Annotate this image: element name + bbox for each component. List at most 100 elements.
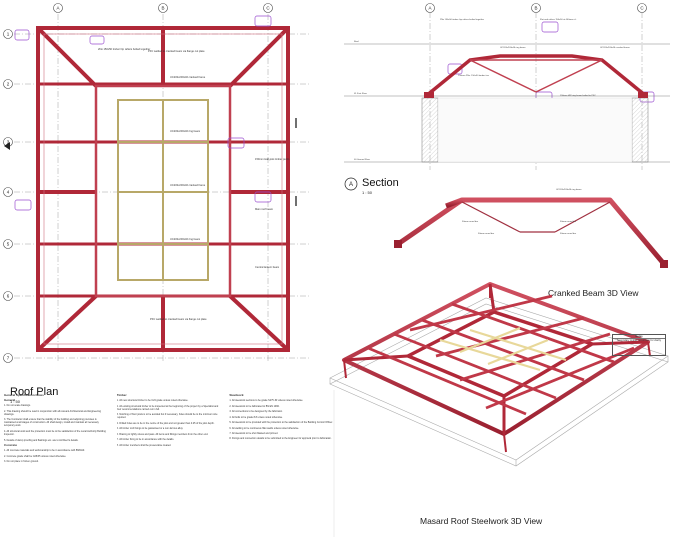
section-grid-bubbles <box>425 3 647 13</box>
note-item: 6. All welding to be continuous fillet w… <box>229 426 299 430</box>
plan-label-purlin: 150mm Hall-joist timber purlin <box>255 157 290 161</box>
note-item: 5. Details of damp proofing and flashing… <box>4 438 79 442</box>
note-item: 8. All timber members shall be preservat… <box>116 443 172 447</box>
cranked-label-ring: UC203x203x46 ring beam <box>556 188 582 191</box>
cranked-title: Cranked Beam 3D View <box>548 288 639 298</box>
section-grid-b: B <box>534 6 537 11</box>
section-ties <box>469 59 603 93</box>
section-title: Section <box>362 177 399 189</box>
note-item: 3. The Contractor shall ensure that the … <box>4 418 99 428</box>
masard-timber-infill <box>439 326 567 372</box>
note-item: 2. This drawing should be read in conjun… <box>4 409 101 416</box>
grid-row-2: 2 <box>7 82 10 87</box>
grid-row-1: 1 <box>7 32 10 37</box>
grid-col-c: C <box>266 6 270 11</box>
notes-sub-general: General <box>4 398 16 403</box>
cranked-label-bar-a: 50mm round bar <box>462 220 478 223</box>
section-label-timber-ring: 150mm HW ring beam bolted to PFC <box>560 94 596 97</box>
notes-box-heading: Notes <box>613 335 665 339</box>
notes-sub-concrete: Concrete <box>4 442 18 447</box>
cranked-frame-3d <box>396 197 666 266</box>
note-item: 3. Do not place in frozen ground. <box>4 460 39 464</box>
grid-row-4: 4 <box>7 190 10 195</box>
section-label-flat-roof: Flat roof rafters 150x50 at 400mm c/c <box>540 18 577 21</box>
note-item: 5. All steelwork to be provided with fir… <box>229 421 333 425</box>
section-label-steel: UC203x203x46 cranked frame <box>600 46 630 49</box>
section-cranked-frame <box>424 54 648 98</box>
cranked-label-bar-b: 50mm round bar <box>478 232 494 235</box>
section-label-tie: 150mm 2No. 150x50 timber ties <box>458 74 490 77</box>
cranked-beam-3d: UC203x203x46 ring beam 50mm round bar 50… <box>394 188 668 298</box>
note-item: 1. All new structural timber to be C24 g… <box>116 399 189 403</box>
plan-label-central-beam: Central lantern beam <box>255 265 279 269</box>
plan-inner-ring <box>94 84 232 298</box>
section-room <box>437 97 633 163</box>
section-grid-a: A <box>428 6 431 11</box>
plan-timber-lantern <box>117 99 209 281</box>
plan-grid-bubbles <box>3 3 273 363</box>
cranked-label-bar-c: 50mm round bar <box>560 220 576 223</box>
grid-col-b: B <box>161 6 164 11</box>
plan-title: Roof Plan <box>10 386 58 398</box>
level-ground-floor: 00 Ground Floor <box>354 158 370 161</box>
note-item: 2. All existing structural timber to be … <box>116 404 219 411</box>
plan-label-ub-2: UC203x203x46 ring beam <box>170 237 200 241</box>
note-item: 1. Do not scale drawings. <box>4 404 31 408</box>
note-item: 4. All bolts to be grade 8.8 unless note… <box>229 415 283 419</box>
section-grid-c: C <box>640 6 644 11</box>
grid-row-6: 6 <box>7 294 10 299</box>
note-item: 4. All structural work and the protectio… <box>4 429 106 437</box>
note-item: 8. Fixings and connection details to be … <box>229 437 332 441</box>
note-item: 1. All steelwork sections to be grade S2… <box>229 399 304 403</box>
grid-col-a: A <box>56 6 59 11</box>
masard-posts <box>343 284 651 453</box>
grid-row-5: 5 <box>7 242 10 247</box>
note-item: 5. All timber roof fixings to be galvani… <box>116 427 184 431</box>
level-roof: Roof <box>354 41 359 43</box>
note-item: 7. All timber fixing to be in accordance… <box>116 438 175 442</box>
revision-clouds <box>14 15 655 211</box>
note-item: 2. All steelwork to be fabricated to BS … <box>229 404 280 408</box>
notes-sub-timber: Timber <box>116 394 127 397</box>
note-item: 1. All concrete materials and workmanshi… <box>4 449 85 453</box>
section-arrow-icon <box>4 142 10 150</box>
plan-scale: 1 : 50 <box>10 399 21 404</box>
notes-heading: General Specification Notes <box>4 394 44 397</box>
masard-title: Masard Roof Steelwork 3D View <box>420 516 543 526</box>
notes-col-steelwork: Steelwork 1. All steelwork sections to b… <box>229 394 334 534</box>
plan-label-ub: UC203x203x46 ring beam <box>170 129 200 133</box>
cranked-label-bar-d: 50mm round bar <box>560 232 576 235</box>
note-item: 3. All connections to be designed by the… <box>229 410 283 414</box>
note-item: 3. Notching of floor joists is to be avo… <box>116 413 218 420</box>
cranked-tie-bars <box>461 201 611 233</box>
plan-label-main-beam: Main roof beam <box>255 207 273 211</box>
plan-label-pfc: PFC welded to cranked beam via flange cu… <box>148 49 205 53</box>
notes-box-body: Secondary timber not shown for clarity <box>616 339 662 342</box>
specification-notes: General Specification Notes General 1. D… <box>4 394 334 534</box>
section-wall-left <box>421 97 439 163</box>
plan-ring-beam-outline <box>43 33 283 345</box>
notes-sub-steelwork: Steelwork <box>229 394 244 397</box>
grid-row-7: 7 <box>7 356 10 361</box>
masard-cross-beams <box>367 294 635 416</box>
plan-label-ring-beam: UC203x203x46 cranked frame <box>170 75 206 79</box>
section-marker-bubble <box>344 177 358 191</box>
section-ring-beams <box>424 92 648 98</box>
notes-col-general: General Specification Notes General 1. D… <box>4 394 109 534</box>
section-marker: A <box>349 182 353 188</box>
plan-label-pfc-2: PFC welded to cranked beam via flange cu… <box>150 317 207 321</box>
notes-col-timber: Timber 1. All new structural timber to b… <box>117 394 222 534</box>
note-item: 4. Drilled holes are to be in the centre… <box>116 421 215 425</box>
notes-box: Notes Secondary timber not shown for cla… <box>612 334 666 356</box>
grid-row-3: 3 <box>7 140 10 145</box>
cranked-end-plates <box>394 240 668 268</box>
level-first-floor: 01 First Floor <box>354 92 367 95</box>
section-scale: 1 : 50 <box>362 190 373 195</box>
roof-plan: A B C 1 2 3 4 5 6 7 <box>3 3 655 404</box>
section-wall-right <box>631 97 649 163</box>
section-label-hip: 2No 150x50 timber hip rafters bolted tog… <box>440 18 484 21</box>
note-item: 7. All steelwork to be shot blasted and … <box>229 432 279 435</box>
note-item: 2. Concrete grade shall be C28/35 unless… <box>4 454 67 458</box>
masard-3d-view: Masard Roof Steelwork 3D View <box>329 282 669 526</box>
